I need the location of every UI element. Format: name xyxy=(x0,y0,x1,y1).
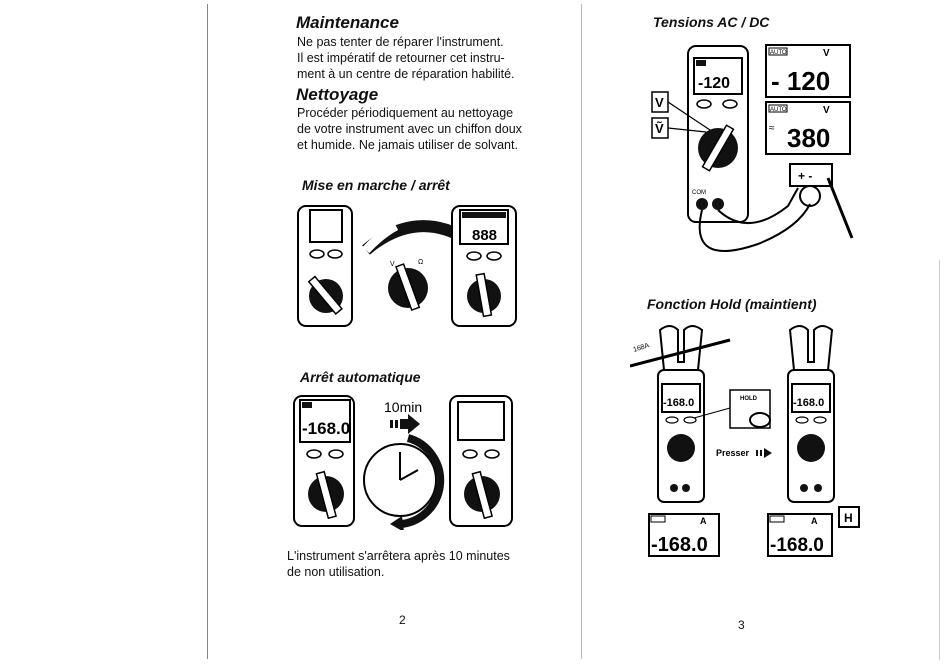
right-edge-line xyxy=(939,260,940,660)
svg-text:+ -: + - xyxy=(798,169,812,183)
current-label: 168A xyxy=(632,342,650,354)
auto-off-illustration: -168.0 10min xyxy=(293,395,513,530)
arret-auto-title: Arrêt automatique xyxy=(300,369,421,385)
maintenance-body: Ne pas tenter de réparer l'instrument. I… xyxy=(297,35,515,81)
meter-display-text: -120 xyxy=(698,75,730,92)
press-label: Presser xyxy=(716,448,750,458)
power-on-illustration: V Ω 888 xyxy=(297,205,517,327)
ac-reading-display: AUTO V ≈ 380 xyxy=(765,101,851,155)
dc-unit: V xyxy=(823,48,830,59)
auto-off-display-text: -168.0 xyxy=(302,419,350,438)
hold-illustration: 168A -168.0 HOLD Presser -168.0 xyxy=(630,325,835,503)
page-number-right: 3 xyxy=(738,618,745,632)
auto-off-caption: L'instrument s'arrêtera après 10 minutes… xyxy=(287,549,510,579)
power-on-display-text: 888 xyxy=(472,227,497,244)
ac-reading-value: 380 xyxy=(787,123,830,153)
timer-label: 10min xyxy=(384,399,422,415)
page-fold-line xyxy=(581,4,582,659)
dc-reading-value: - 120 xyxy=(771,66,830,96)
svg-text:V: V xyxy=(390,261,395,268)
after-unit: A xyxy=(811,516,818,526)
svg-text:V: V xyxy=(655,95,664,110)
binding-edge-line xyxy=(207,4,208,659)
tensions-title: Tensions AC / DC xyxy=(653,14,770,30)
svg-text:COM: COM xyxy=(692,190,706,196)
hold-right-display: -168.0 xyxy=(793,397,824,409)
ac-auto-label: AUTO xyxy=(770,107,787,113)
reading-before-display: A -168.0 xyxy=(648,513,720,557)
dc-reading-display: AUTO V - 120 xyxy=(765,44,851,98)
before-value: -168.0 xyxy=(651,534,708,556)
after-value: -168.0 xyxy=(770,535,824,556)
page-number-left: 2 xyxy=(399,613,406,627)
hold-indicator-icon: H xyxy=(838,506,860,528)
dc-auto-label: AUTO xyxy=(770,50,787,56)
svg-text:Ṽ: Ṽ xyxy=(655,121,664,136)
reading-after-display: A -168.0 xyxy=(767,513,833,557)
svg-text:≈: ≈ xyxy=(769,123,775,134)
mise-en-marche-title: Mise en marche / arrêt xyxy=(302,177,450,193)
maintenance-title: Maintenance xyxy=(296,13,399,32)
svg-text:Ω: Ω xyxy=(418,259,423,266)
before-unit: A xyxy=(700,516,707,526)
ac-dc-illustration: -120 V Ṽ COM + - xyxy=(651,45,854,252)
nettoyage-title: Nettoyage xyxy=(296,85,379,104)
hold-title: Fonction Hold (maintient) xyxy=(647,296,817,312)
hold-button-label: HOLD xyxy=(740,396,758,402)
hold-indicator-text: H xyxy=(844,511,853,525)
hold-left-display: -168.0 xyxy=(663,397,694,409)
nettoyage-body: Procéder périodiquement au nettoyage de … xyxy=(297,106,522,152)
ac-unit: V xyxy=(823,105,830,116)
